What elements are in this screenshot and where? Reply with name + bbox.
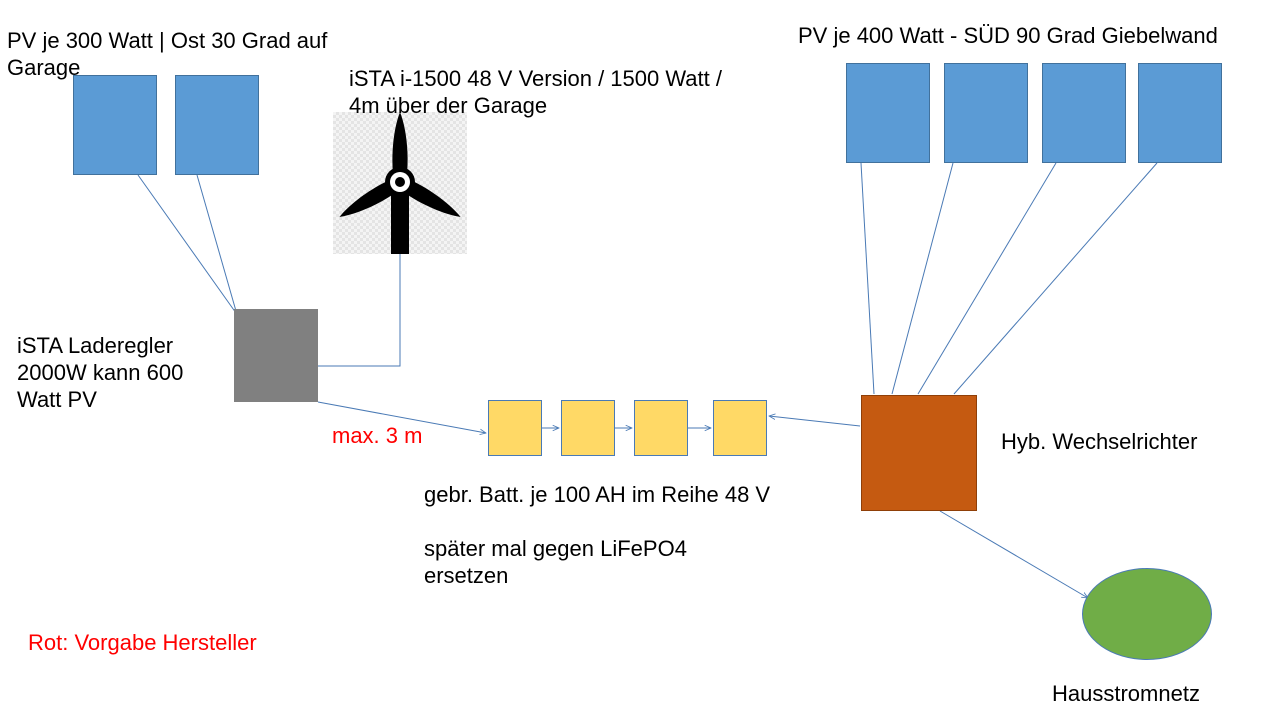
wire-inverter-grid xyxy=(939,510,1088,598)
wind-turbine-icon xyxy=(333,112,467,254)
wire-pv-east-2 xyxy=(196,174,239,319)
wire-pv-south-3 xyxy=(917,162,1057,395)
wire-controller-battery xyxy=(317,401,486,433)
pv-east-label-line1: PV je 300 Watt | Ost 30 Grad auf xyxy=(7,28,328,53)
charge-controller-label: iSTA Laderegler 2000W kann 600 Watt PV xyxy=(17,332,183,413)
wire-pv-south-1 xyxy=(860,162,875,395)
charge-controller-label-line3: Watt PV xyxy=(17,387,97,412)
pv-panel-east-1 xyxy=(73,75,157,175)
pv-south-label: PV je 400 Watt - SÜD 90 Grad Giebelwand xyxy=(798,23,1218,48)
wind-turbine-label-line2: 4m über der Garage xyxy=(349,93,548,118)
charge-controller xyxy=(234,309,318,402)
hybrid-inverter xyxy=(861,395,977,511)
max-distance-label: max. 3 m xyxy=(332,423,423,448)
battery-label: gebr. Batt. je 100 AH im Reihe 48 V spät… xyxy=(424,481,770,589)
wire-pv-east-1 xyxy=(137,174,237,314)
wire-inverter-battery xyxy=(769,416,861,427)
inverter-label: Hyb. Wechselrichter xyxy=(1001,429,1198,454)
wire-pv-south-2 xyxy=(891,162,954,395)
pv-east-label: PV je 300 Watt | Ost 30 Grad auf Garage xyxy=(7,27,327,81)
wire-wind-controller xyxy=(318,254,401,367)
wind-turbine-label: iSTA i-1500 48 V Version / 1500 Watt / 4… xyxy=(349,65,722,119)
pv-panel-east-2 xyxy=(175,75,259,175)
battery-3 xyxy=(634,400,688,456)
pv-east-label-line2: Garage xyxy=(7,55,81,80)
pv-panel-south-4 xyxy=(1138,63,1222,163)
battery-4 xyxy=(713,400,767,456)
battery-label-line2: später mal gegen LiFePO4 xyxy=(424,536,687,561)
battery-1 xyxy=(488,400,542,456)
battery-label-line3: ersetzen xyxy=(424,563,509,588)
charge-controller-label-line2: 2000W kann 600 xyxy=(17,360,184,385)
battery-label-line1: gebr. Batt. je 100 AH im Reihe 48 V xyxy=(424,482,771,507)
wind-turbine-label-line1: iSTA i-1500 48 V Version / 1500 Watt / xyxy=(349,66,722,91)
house-grid xyxy=(1082,568,1212,660)
legend-manufacturer-spec: Rot: Vorgabe Hersteller xyxy=(28,630,257,655)
battery-label-spacer xyxy=(424,508,770,535)
wire-pv-south-4 xyxy=(953,162,1158,395)
house-grid-label: Hausstromnetz xyxy=(1052,681,1200,706)
pv-panel-south-2 xyxy=(944,63,1028,163)
pv-panel-south-1 xyxy=(846,63,930,163)
pv-panel-south-3 xyxy=(1042,63,1126,163)
battery-2 xyxy=(561,400,615,456)
charge-controller-label-line1: iSTA Laderegler xyxy=(17,333,174,358)
